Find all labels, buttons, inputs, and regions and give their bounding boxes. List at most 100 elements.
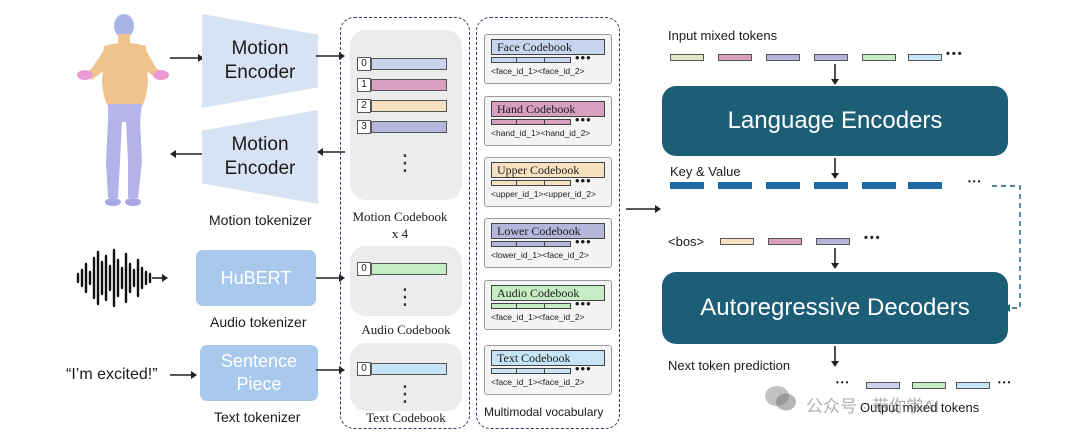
audio-index: 0	[357, 262, 371, 276]
input-token	[670, 54, 704, 61]
vocabulary-card-ids: <hand_id_1><hand_id_2>	[491, 128, 591, 138]
output-tokens-label: Output mixed tokens	[860, 400, 980, 415]
output-token	[912, 382, 946, 389]
vocabulary-ellipsis: •••	[575, 361, 592, 376]
kv-token	[862, 182, 896, 189]
vocabulary-card-ids: <face_id_1><face_id_2>	[491, 66, 585, 76]
vocabulary-panel	[476, 17, 620, 429]
input-token	[862, 54, 896, 61]
audio-tokenizer-caption: Audio tokenizer	[210, 314, 307, 330]
vocabulary-card: Audio Codebook•••<face_id_1><face_id_2>	[484, 280, 612, 330]
vocabulary-token-strip	[491, 119, 571, 125]
encoder-output-arrow	[831, 158, 839, 179]
input-arrow	[831, 64, 839, 85]
text-arrow	[170, 371, 197, 379]
motion-codebook-row	[371, 58, 447, 70]
motion-encoder-label: Motion Encoder	[224, 38, 296, 83]
input-token	[766, 54, 800, 61]
bos-ellipsis: •••	[864, 232, 882, 244]
kv-ellipsis: •••	[968, 177, 983, 186]
wechat-icon	[765, 386, 796, 411]
next-token-label: Next token prediction	[668, 358, 791, 373]
vocabulary-card: Hand Codebook•••<hand_id_1><hand_id_2>	[484, 96, 612, 146]
input-tokens-ellipsis: •••	[946, 48, 964, 60]
vocabulary-ellipsis: •••	[575, 50, 592, 65]
audio-codebook-row	[371, 263, 447, 275]
language-encoders-box: Language Encoders	[662, 86, 1008, 156]
hubert-box: HuBERT	[196, 250, 316, 306]
kv-token	[670, 182, 704, 189]
kv-token	[718, 182, 752, 189]
text-codebook-card	[350, 343, 462, 411]
input-tokens-label: Input mixed tokens	[668, 28, 778, 43]
autoregressive-decoders-box: Autoregressive Decoders	[662, 272, 1008, 344]
vocabulary-card: Face Codebook•••<face_id_1><face_id_2>	[484, 34, 612, 84]
language-encoders-label: Language Encoders	[727, 107, 943, 134]
codebook-panel	[340, 17, 470, 429]
text-codebook-label: Text Codebook	[366, 410, 446, 425]
vocabulary-token-strip	[491, 368, 571, 374]
watermark-text: 公众号 · 带你学AI	[806, 397, 940, 416]
key-value-label: Key & Value	[670, 164, 741, 179]
motion-codebook-row	[371, 79, 447, 91]
vocabulary-card-title: Lower Codebook	[491, 223, 605, 239]
text-codebook-row	[371, 363, 447, 375]
vocabulary-card: Text Codebook•••<face_id_1><face_id_2>	[484, 345, 612, 395]
bos-arrow	[831, 248, 839, 269]
motion-decoder: Motion Encoder	[202, 110, 318, 204]
input-token	[814, 54, 848, 61]
motion-decoder-label: Motion Encoder	[224, 134, 296, 179]
motion-codebook-label: Motion Codebook x 4	[352, 209, 448, 241]
motion-index: 0	[357, 57, 371, 71]
motion-arrows	[170, 54, 204, 158]
bos-token	[768, 238, 802, 245]
vocabulary-caption: Multimodal vocabulary	[484, 405, 604, 419]
motion-codebook-row	[371, 121, 447, 133]
autoregressive-decoders-label: Autoregressive Decoders	[700, 294, 970, 321]
text-ellipsis: ⋮	[394, 381, 416, 406]
decoder-output-arrow	[831, 346, 839, 367]
audio-ellipsis: ⋮	[394, 284, 416, 309]
bos-token	[720, 238, 754, 245]
output-leading-ellipsis: •••	[836, 378, 851, 387]
input-token	[908, 54, 942, 61]
motion-index: 1	[357, 78, 371, 92]
vocabulary-card-title: Face Codebook	[491, 39, 605, 55]
vocabulary-ellipsis: •••	[575, 234, 592, 249]
motion-index: 2	[357, 99, 371, 113]
kv-token	[766, 182, 800, 189]
vocabulary-card-ids: <face_id_1><face_id_2>	[491, 312, 585, 322]
audio-waveform	[76, 248, 168, 308]
audio-codebook-card	[350, 246, 462, 316]
vocabulary-card-title: Upper Codebook	[491, 162, 605, 178]
text-index: 0	[357, 362, 371, 376]
kv-token	[908, 182, 942, 189]
vocabulary-card-title: Hand Codebook	[491, 101, 605, 117]
bos-token	[816, 238, 850, 245]
output-token	[866, 382, 900, 389]
bos-label: <bos>	[668, 234, 705, 249]
audio-codebook-label: Audio Codebook	[361, 322, 451, 337]
vocabulary-card-title: Audio Codebook	[491, 285, 605, 301]
input-text-sample: “I’m excited!”	[66, 366, 158, 383]
vocabulary-token-strip	[491, 180, 571, 186]
hubert-label: HuBERT	[220, 267, 292, 288]
vocabulary-card-ids: <lower_id_1><face_id_2>	[491, 250, 589, 260]
humanoid-figure	[77, 14, 169, 206]
motion-codebook-row	[371, 100, 447, 112]
vocabulary-card-ids: <face_id_1><face_id_2>	[491, 377, 585, 387]
vocabulary-card: Upper Codebook•••<upper_id_1><upper_id_2…	[484, 157, 612, 207]
vocabulary-token-strip	[491, 57, 571, 63]
motion-tokenizer-caption: Motion tokenizer	[209, 212, 312, 228]
input-token	[718, 54, 752, 61]
vocabulary-token-strip	[491, 303, 571, 309]
output-ellipsis: •••	[998, 378, 1013, 387]
sentencepiece-label: Sentence Piece	[220, 351, 298, 394]
vocab-to-model-arrow	[626, 205, 661, 213]
vocabulary-ellipsis: •••	[575, 296, 592, 311]
kv-token	[814, 182, 848, 189]
motion-ellipsis: ⋮	[394, 150, 416, 175]
motion-encoder: Motion Encoder	[202, 14, 318, 108]
motion-index: 3	[357, 120, 371, 134]
vocabulary-card-title: Text Codebook	[491, 350, 605, 366]
